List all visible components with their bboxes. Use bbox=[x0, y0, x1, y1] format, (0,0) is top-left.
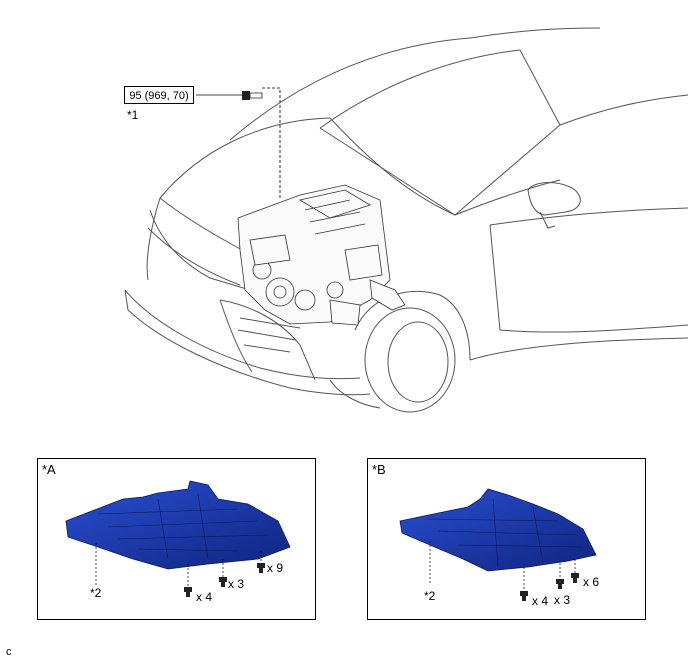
panel-a-count-2: x 3 bbox=[228, 577, 245, 591]
panel-b-count-2: x 3 bbox=[554, 593, 571, 607]
panel-b-cover-ref: *2 bbox=[424, 589, 436, 603]
torque-spec-text: 95 (969, 70) bbox=[129, 90, 189, 102]
panel-a-count-3: x 4 bbox=[196, 590, 213, 604]
panel-b: *B *2 x 6 x 3 x 4 bbox=[367, 458, 646, 620]
panel-b-label: *B bbox=[372, 462, 386, 477]
panel-a: *A *2 x 9 x 3 x 4 bbox=[37, 458, 316, 620]
panel-a-cover-ref: *2 bbox=[90, 586, 102, 600]
under-cover-a-illustration bbox=[65, 480, 291, 597]
bolt-leader bbox=[196, 87, 281, 200]
bolt-icon bbox=[242, 91, 263, 100]
panel-a-label: *A bbox=[42, 462, 56, 477]
panel-b-count-1: x 6 bbox=[583, 575, 600, 589]
corner-mark: c bbox=[6, 646, 12, 658]
torque-spec-box: 95 (969, 70) bbox=[124, 86, 194, 104]
panel-a-count-1: x 9 bbox=[267, 561, 284, 575]
under-cover-b-illustration bbox=[399, 488, 597, 601]
vehicle-engine-illustration bbox=[124, 27, 688, 413]
callout-bolt-ref: *1 bbox=[127, 108, 139, 122]
panel-b-count-3: x 4 bbox=[532, 594, 549, 608]
